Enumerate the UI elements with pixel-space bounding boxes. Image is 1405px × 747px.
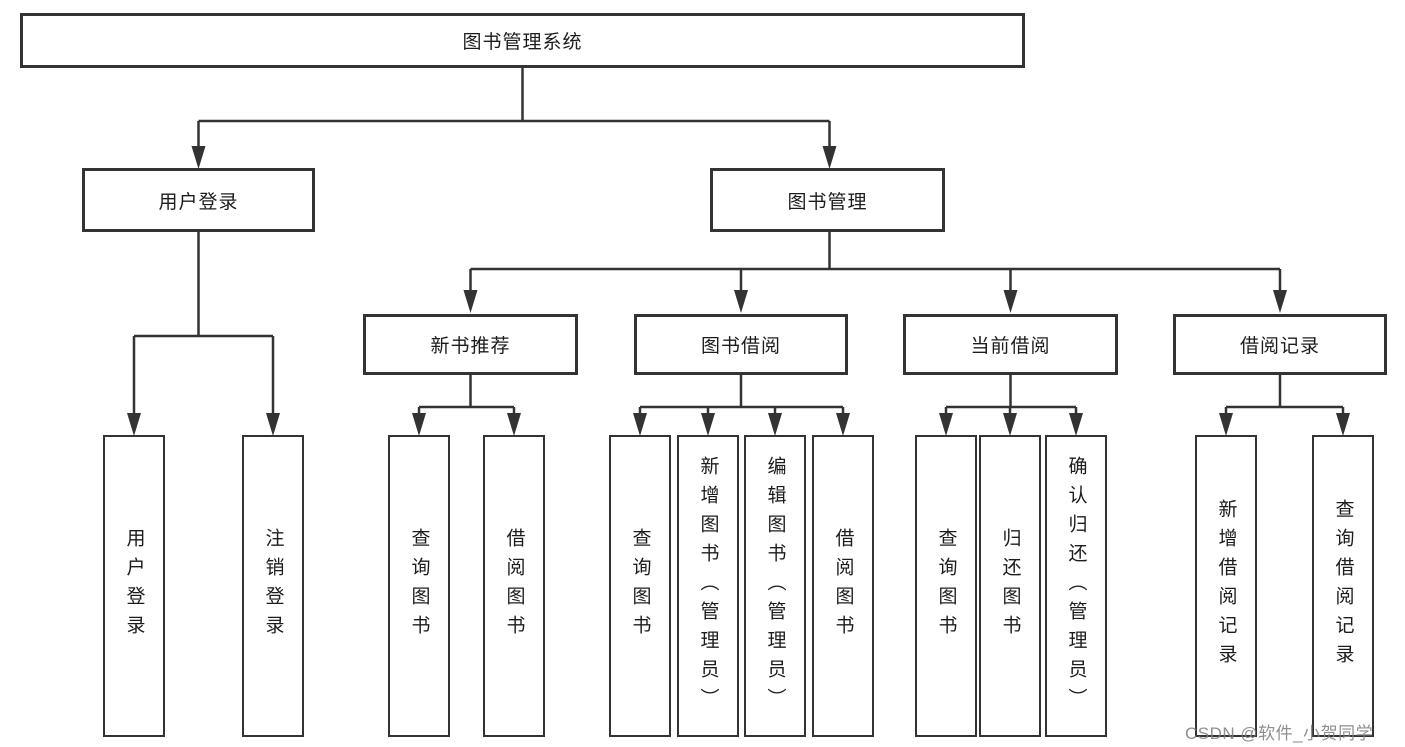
watermark: CSDN @软件_小贺同学 (1185, 724, 1374, 743)
node-book-management-label: 图书管理 (787, 191, 868, 213)
leaf-return-books-label: 归还图书 (999, 528, 1021, 644)
leaf-add-books-admin-label: 新增图书（管理员） (697, 455, 719, 717)
leaf-edit-books-admin: 编辑图书（管理员） (744, 435, 806, 737)
leaf-query-borrow-record: 查询借阅记录 (1312, 435, 1374, 737)
node-book-borrowing-label: 图书借阅 (700, 336, 781, 357)
node-current-borrowing-label: 当前借阅 (970, 336, 1051, 357)
leaf-query-books-borrowing: 查询图书 (609, 435, 671, 737)
leaf-user-login: 用户登录 (103, 435, 165, 737)
arrowheads (127, 146, 1350, 436)
leaf-logout-label: 注销登录 (262, 528, 284, 644)
leaf-logout: 注销登录 (242, 435, 304, 737)
leaf-confirm-return-admin: 确认归还（管理员） (1045, 435, 1107, 737)
node-borrowing-records: 借阅记录 (1173, 314, 1387, 375)
leaf-query-books-current-label: 查询图书 (935, 528, 957, 644)
node-book-borrowing: 图书借阅 (634, 314, 848, 375)
node-new-book-recommend-label: 新书推荐 (430, 336, 511, 357)
node-user-login-label: 用户登录 (158, 191, 239, 213)
leaf-user-login-label: 用户登录 (123, 528, 145, 644)
leaf-edit-books-admin-label: 编辑图书（管理员） (764, 455, 786, 717)
leaf-add-books-admin: 新增图书（管理员） (677, 435, 739, 737)
leaf-borrow-books-recommend: 借阅图书 (483, 435, 545, 737)
node-current-borrowing: 当前借阅 (903, 314, 1118, 375)
leaf-query-books-recommend-label: 查询图书 (408, 528, 430, 644)
leaf-borrow-books-borrowing: 借阅图书 (812, 435, 874, 737)
node-library-system-label: 图书管理系统 (462, 32, 583, 53)
node-book-management: 图书管理 (710, 168, 945, 232)
node-borrowing-records-label: 借阅记录 (1239, 336, 1320, 357)
leaf-query-books-recommend: 查询图书 (388, 435, 450, 737)
node-user-login: 用户登录 (82, 168, 315, 232)
leaf-borrow-books-borrowing-label: 借阅图书 (832, 528, 854, 644)
leaf-borrow-books-recommend-label: 借阅图书 (503, 528, 525, 644)
leaf-add-borrow-record-label: 新增借阅记录 (1215, 499, 1237, 673)
leaf-return-books: 归还图书 (979, 435, 1041, 737)
node-new-book-recommend: 新书推荐 (363, 314, 578, 375)
leaf-query-borrow-record-label: 查询借阅记录 (1332, 499, 1354, 673)
leaf-add-borrow-record: 新增借阅记录 (1195, 435, 1257, 737)
leaf-confirm-return-admin-label: 确认归还（管理员） (1065, 455, 1087, 717)
node-library-system: 图书管理系统 (20, 13, 1025, 68)
leaf-query-books-borrowing-label: 查询图书 (629, 528, 651, 644)
leaf-query-books-current: 查询图书 (915, 435, 977, 737)
